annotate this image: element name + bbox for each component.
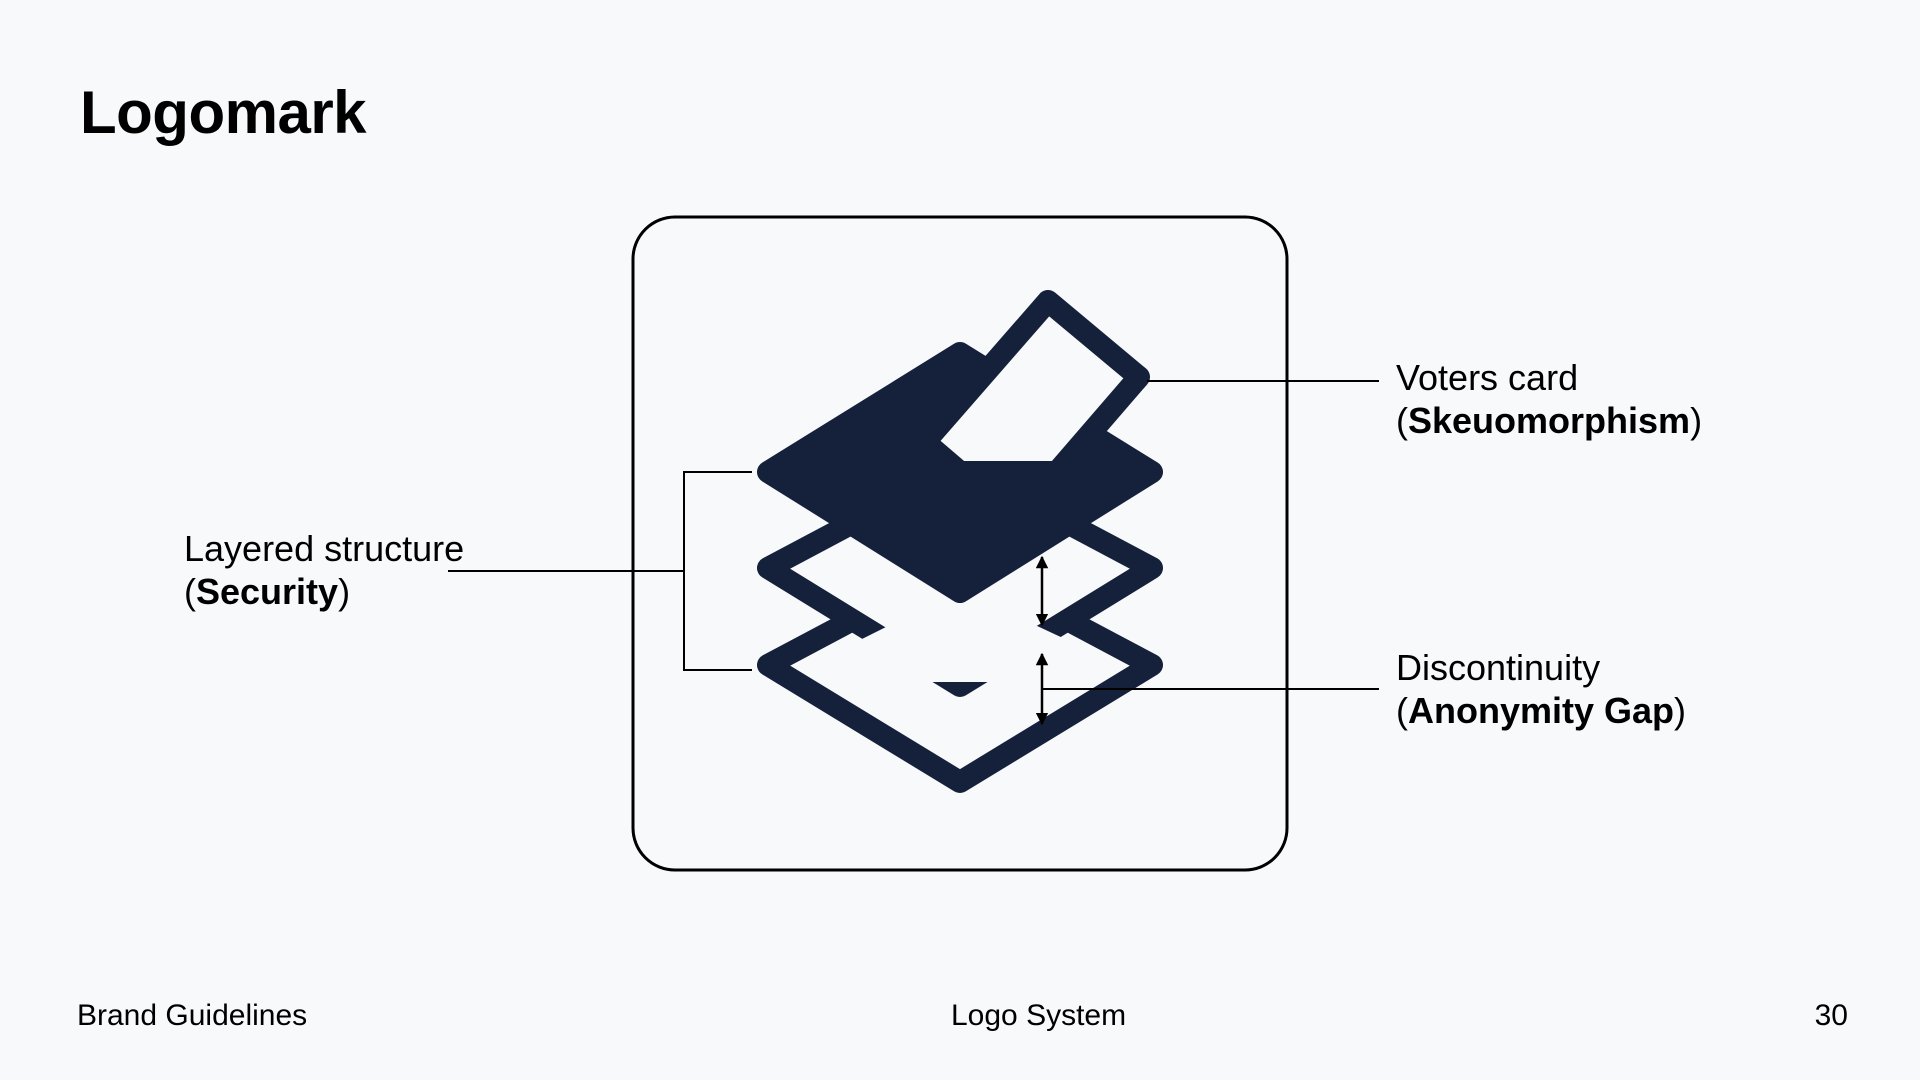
logo-frame xyxy=(631,215,1289,872)
callout-discontinuity: Discontinuity (Anonymity Gap) xyxy=(1396,646,1686,732)
callout-voters-card-meaning: (Skeuomorphism) xyxy=(1396,399,1702,442)
callout-discontinuity-meaning: (Anonymity Gap) xyxy=(1396,689,1686,732)
page-title: Logomark xyxy=(80,79,367,146)
callout-layered-structure-bold: Security xyxy=(196,571,339,612)
voters-card-shape xyxy=(914,290,1150,483)
paren-open: ( xyxy=(184,571,196,612)
paren-open: ( xyxy=(1396,400,1408,441)
callout-layered-structure-meaning: (Security) xyxy=(184,570,464,613)
footer-section-name: Logo System xyxy=(951,999,1127,1032)
callout-discontinuity-label: Discontinuity xyxy=(1396,647,1601,688)
paren-open: ( xyxy=(1396,690,1408,731)
paren-close: ) xyxy=(338,571,351,612)
callout-layered-structure-label: Layered structure xyxy=(184,528,465,569)
callout-layered-structure: Layered structure (Security) xyxy=(184,527,464,613)
callout-voters-card: Voters card (Skeuomorphism) xyxy=(1396,356,1702,442)
footer-page-number: 30 xyxy=(1814,999,1848,1032)
paren-close: ) xyxy=(1690,400,1703,441)
bottom-layer-outline xyxy=(757,552,1163,793)
callout-voters-card-label: Voters card xyxy=(1396,357,1579,398)
logomark-icon xyxy=(757,290,1163,793)
layered-structure-bracket xyxy=(683,471,752,671)
footer-brand-guidelines: Brand Guidelines xyxy=(77,999,308,1032)
callout-discontinuity-bold: Anonymity Gap xyxy=(1408,690,1675,731)
callout-voters-card-bold: Skeuomorphism xyxy=(1408,400,1691,441)
paren-close: ) xyxy=(1674,690,1687,731)
